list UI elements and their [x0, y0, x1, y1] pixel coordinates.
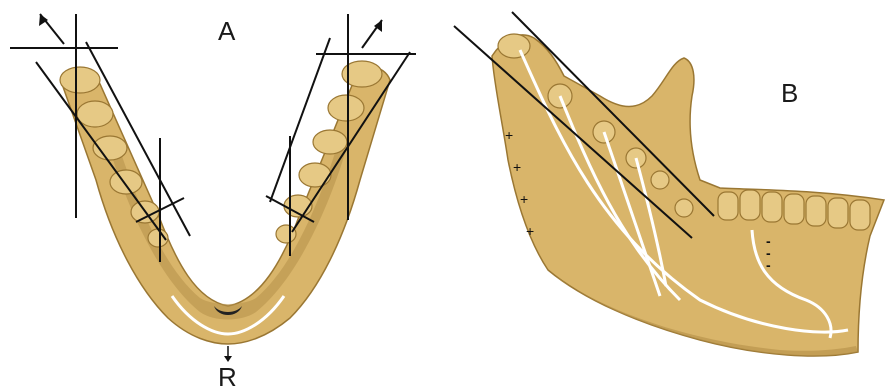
- figure-label-b: B: [781, 80, 798, 106]
- tooth: [740, 190, 760, 220]
- tooth: [762, 192, 782, 222]
- mandible-body: [492, 35, 884, 356]
- figure-b-mandible-lateral: + + + + - - -: [454, 12, 884, 356]
- tooth: [498, 34, 530, 58]
- tooth: [299, 163, 331, 187]
- plus-marker: +: [505, 127, 513, 143]
- tooth: [718, 192, 738, 220]
- tooth: [675, 199, 693, 217]
- tooth: [651, 171, 669, 189]
- tooth: [276, 225, 296, 243]
- tooth: [328, 95, 364, 121]
- plus-marker: +: [520, 191, 528, 207]
- tooth: [110, 170, 142, 194]
- minus-markers: - - -: [766, 233, 771, 273]
- tooth: [828, 198, 848, 228]
- label-r: R: [218, 364, 237, 390]
- figure-a-mandible-occlusal: [10, 14, 416, 362]
- arrowhead-icon: [39, 14, 48, 26]
- tooth: [806, 196, 826, 226]
- tooth: [60, 67, 100, 93]
- tooth: [784, 194, 804, 224]
- plus-marker: +: [526, 223, 534, 239]
- figure-label-a: A: [218, 18, 235, 44]
- tooth: [313, 130, 347, 154]
- tooth: [77, 101, 113, 127]
- plus-marker: +: [513, 159, 521, 175]
- tooth: [850, 200, 870, 230]
- minus-marker: -: [766, 257, 771, 273]
